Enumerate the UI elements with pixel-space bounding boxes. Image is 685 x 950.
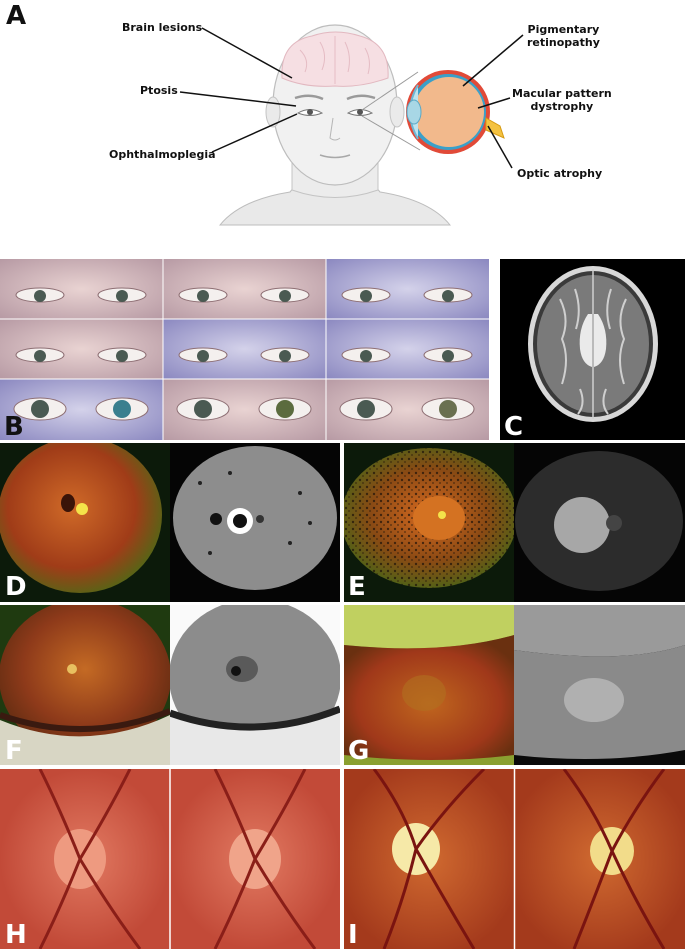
panel-g-color-fundus — [344, 605, 514, 765]
panel-label-f: F — [5, 736, 23, 766]
label-ophthalmoplegia: Ophthalmoplegia — [109, 148, 216, 161]
leader-ophthalmoplegia — [211, 113, 298, 153]
panel-i-optic-disc-photos — [344, 769, 685, 949]
eye-photo-grid — [0, 259, 489, 440]
panel-e-autofluorescence — [514, 443, 685, 602]
panel-label-d: D — [5, 572, 27, 602]
panel-label-b: B — [4, 412, 24, 442]
panel-label-a: A — [6, 1, 27, 31]
panel-label-c: C — [504, 412, 524, 442]
panel-b-external-eye-photos — [0, 259, 489, 440]
panel-f-autofluorescence — [170, 605, 340, 765]
panel-label-g: G — [348, 736, 370, 766]
label-pigmentary-retinopathy: Pigmentary retinopathy — [527, 23, 600, 49]
leader-pigmentary — [462, 34, 524, 87]
leader-ptosis — [179, 91, 297, 107]
leader-macular — [477, 97, 511, 109]
panel-d-autofluorescence — [170, 443, 340, 602]
panel-e-color-fundus — [344, 443, 514, 602]
panel-g-autofluorescence — [514, 605, 685, 765]
panel-c-brain-mri — [500, 259, 685, 440]
leader-brain-lesions — [201, 27, 293, 79]
panel-d-color-fundus — [0, 443, 170, 602]
head-and-eye-illustration — [179, 24, 524, 226]
panel-label-i: I — [348, 920, 358, 950]
panel-label-h: H — [5, 920, 27, 950]
leader-optic-atrophy — [487, 125, 513, 169]
panel-label-e: E — [348, 572, 366, 602]
label-brain-lesions: Brain lesions — [122, 21, 203, 34]
eye-cross-section-icon — [406, 70, 505, 154]
panel-h-optic-disc-photos — [0, 769, 340, 949]
label-optic-atrophy: Optic atrophy — [517, 167, 603, 180]
label-macular-pattern-dystrophy: Macular pattern dystrophy — [512, 87, 612, 113]
panel-f-color-fundus — [0, 605, 170, 765]
label-ptosis: Ptosis — [140, 84, 178, 97]
mri-axial-image — [528, 266, 658, 422]
